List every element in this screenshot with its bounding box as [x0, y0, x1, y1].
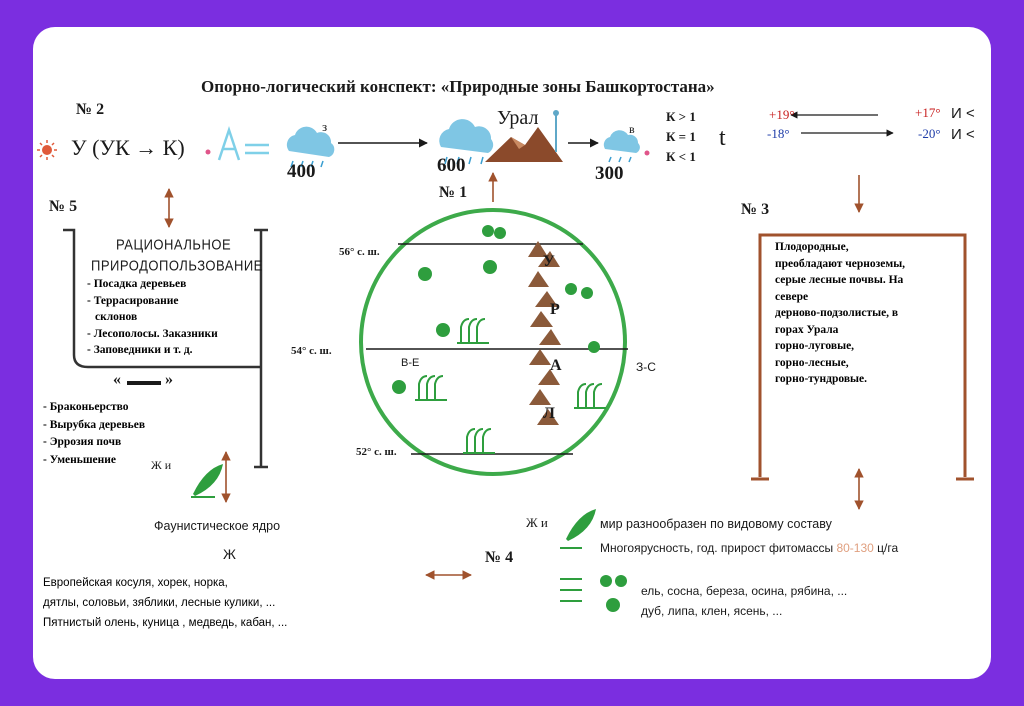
list-item: горно-лесные,: [775, 356, 849, 369]
temp-minus-18: -18°: [767, 126, 790, 141]
list-item: - Посадка деревьев: [87, 278, 187, 290]
list-item: дерново-подзолистые, в: [775, 307, 899, 319]
list-item: Пятнистый олень, куница , медведь, кабан…: [43, 617, 288, 629]
list-item: - Уменьшение: [43, 453, 117, 466]
soils-description: Плодородные, преобладают черноземы, серы…: [775, 239, 905, 388]
ural-mountains-icon: [485, 110, 563, 162]
flora-diversity: мир разнообразен по видовому составу: [600, 517, 832, 531]
list-item: - Браконьерство: [43, 401, 129, 413]
section-label-4: № 4: [485, 549, 514, 566]
latitude-52: 52° с. ш.: [356, 446, 397, 458]
ural-letter: Р: [550, 301, 560, 318]
section-label-2: № 2: [76, 101, 105, 118]
list-item: Плодородные,: [775, 241, 849, 253]
temp-plus-19: +19°: [769, 107, 795, 122]
list-item: - Заповедники и т. д.: [87, 344, 193, 356]
list-item: дятлы, соловьи, зяблики, лесные кулики, …: [43, 597, 276, 609]
ural-ridge-icon: [528, 241, 561, 425]
section-label-5: № 5: [49, 198, 78, 215]
leaf-icon: [191, 464, 596, 541]
latitude-54: 54° с. ш.: [291, 345, 332, 357]
direction-ve: В-Е: [401, 357, 420, 369]
rain-cloud-icon: [439, 119, 494, 165]
rational-heading-2: ПРИРОДОПОЛЬЗОВАНИЕ: [91, 256, 263, 275]
pink-dot: [644, 150, 650, 156]
k-less: К < 1: [666, 149, 696, 164]
page-title: Опорно-логический конспект: «Природные з…: [201, 77, 715, 96]
soils-frame: [751, 233, 974, 481]
evaporation-less: И <: [951, 126, 975, 143]
list-item: - Террасирование: [87, 294, 179, 307]
ural-letter: Л: [543, 405, 555, 422]
bracket: [63, 228, 268, 469]
ural-letter: У: [543, 253, 555, 270]
climate-formula: У (УК → К): [71, 135, 185, 160]
list-item: серые лесные почвы. На: [775, 274, 904, 286]
list-item: склонов: [95, 311, 138, 323]
precip-600: 600: [437, 155, 466, 176]
section-label-1: № 1: [439, 184, 468, 201]
conifer-trees: ель, сосна, береза, осина, рябина, ...: [641, 584, 848, 598]
temp-minus-20: -20°: [918, 126, 941, 141]
rational-heading-1: РАЦИОНАЛЬНОЕ: [116, 235, 232, 254]
ural-letter: А: [550, 357, 562, 374]
pink-dot: [205, 149, 211, 155]
tree-icon: [600, 575, 627, 612]
negative-factors-list: - Браконьерство - Вырубка деревьев - Эрр…: [43, 399, 145, 469]
list-item: горах Урала: [775, 323, 839, 336]
tree-icon: [392, 225, 600, 394]
direction-zs: З-С: [636, 360, 656, 374]
fauna-symbol: Ж: [223, 546, 236, 562]
card: Опорно-логический конспект: «Природные з…: [33, 27, 991, 679]
grass-icon: [415, 318, 606, 454]
superscript-v: в: [629, 122, 635, 136]
superscript-z: з: [322, 119, 328, 134]
temp-plus-17: +17°: [915, 105, 941, 120]
temperature-symbol: t: [719, 125, 726, 151]
bashkortostan-map: [359, 208, 627, 476]
rational-measures-list: - Посадка деревьев - Террасирование скло…: [87, 276, 218, 359]
list-item: - Вырубка деревьев: [43, 418, 146, 431]
list-item: горно-луговые,: [775, 340, 855, 352]
fauna-flora-label: Ж и: [526, 515, 548, 530]
sun-icon: [37, 140, 57, 160]
rain-cloud-icon: [603, 130, 640, 163]
ural-label: Урал: [497, 107, 539, 129]
list-item: - Эррозия почв: [43, 436, 122, 448]
list-item: горно-тундровые.: [775, 373, 868, 385]
broadleaf-trees: дуб, липа, клен, ясень, ...: [641, 604, 783, 618]
diagram-canvas: [37, 110, 974, 612]
list-item: преобладают черноземы,: [775, 257, 906, 270]
k-greater: К > 1: [666, 109, 696, 124]
rain-cloud-icon: [286, 126, 335, 168]
evaporation-less: И <: [951, 105, 975, 122]
quote-right: »: [165, 371, 173, 388]
section-label-3: № 3: [741, 201, 770, 218]
fauna-core-heading: Фаунистическое ядро: [154, 519, 281, 533]
tier-lines: [560, 547, 582, 602]
fauna-flora-label: Ж и: [151, 458, 172, 472]
list-item: Европейская косуля, хорек, норка,: [43, 577, 228, 589]
precip-400: 400: [287, 161, 316, 182]
latitude-56: 56° с. ш.: [339, 246, 380, 258]
fauna-list: Европейская косуля, хорек, норка, дятлы,…: [43, 573, 287, 633]
a-symbol-icon: [217, 126, 269, 161]
flora-tiers: Многоярусность, год. прирост фитомассы 8…: [600, 541, 899, 555]
k-equal: К = 1: [666, 129, 696, 144]
list-item: севере: [775, 290, 809, 303]
precip-300: 300: [595, 163, 624, 184]
quote-left: «: [113, 371, 121, 388]
list-item: - Лесополосы. Заказники: [87, 327, 218, 340]
